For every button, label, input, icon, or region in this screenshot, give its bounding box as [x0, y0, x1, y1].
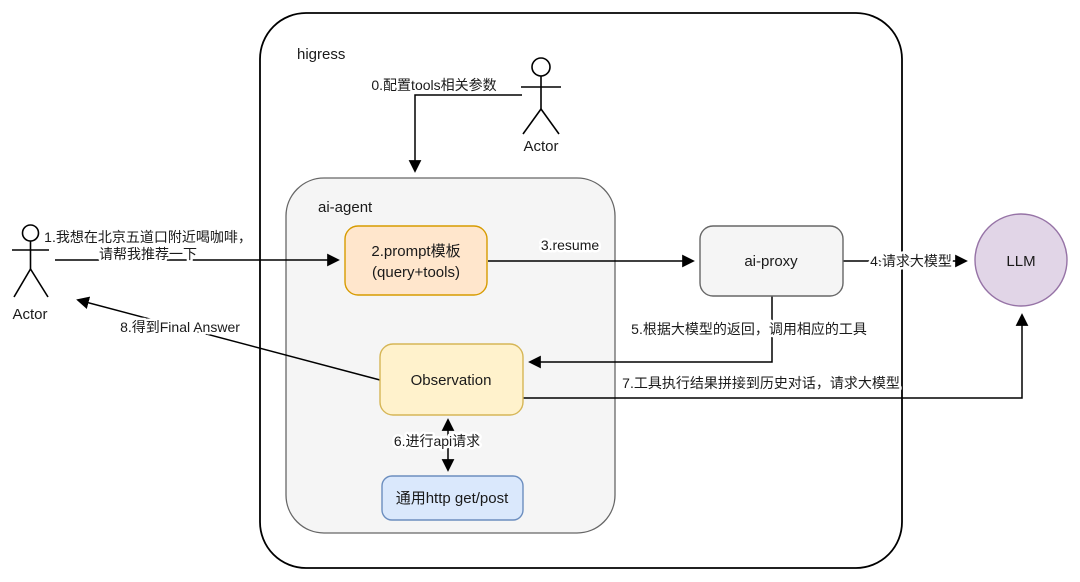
edge-7-line [523, 313, 1029, 399]
edge-5-call-tool: 5.根据大模型的返回，调用相应的工具 [528, 296, 869, 369]
observation-box [379, 343, 524, 416]
http-tool-node: 通用http get/post [381, 475, 524, 521]
edge-5-line [528, 296, 773, 369]
edge-5-label: 5.根据大模型的返回，调用相应的工具 [631, 321, 867, 337]
actor-top: Actor [521, 57, 561, 155]
http-tool-box [381, 475, 524, 521]
ai-proxy-box [699, 225, 844, 297]
higress-box [259, 12, 903, 569]
edge-3-label: 3.resume [541, 237, 600, 253]
edge-3-resume: 3.resume [488, 235, 695, 268]
actor-left-label: Actor [12, 306, 47, 323]
actor-left: Actor [12, 224, 49, 323]
prompt-template-node: 2.prompt模板 (query+tools) [344, 225, 488, 296]
edge-1-label-line1: 1.我想在北京五道口附近喝咖啡， [44, 229, 252, 245]
prompt-template-box [344, 225, 488, 296]
http-tool-label: 通用http get/post [396, 490, 509, 507]
edge-0-line [408, 94, 522, 173]
edge-8-final-answer: 8.得到Final Answer [76, 296, 381, 381]
llm-label: LLM [1006, 253, 1035, 270]
edge-1-user-query: 1.我想在北京五道口附近喝咖啡， 请帮我推荐一下 [42, 227, 340, 267]
actor-left-figure [12, 224, 49, 298]
edge-6-api-request: 6.进行api请求 [391, 418, 483, 472]
ai-proxy-node: ai-proxy [699, 225, 844, 297]
llm-circle [974, 213, 1068, 307]
edge-7-append-history: 7.工具执行结果拼接到历史对话，请求大模型 [523, 313, 1029, 399]
llm-node: LLM [974, 213, 1068, 307]
prompt-template-label-line1: 2.prompt模板 [371, 242, 460, 260]
actor-left-head [21, 224, 40, 242]
edge-1-label-line2: 请帮我推荐一下 [99, 246, 197, 262]
ai-proxy-label: ai-proxy [744, 253, 798, 270]
edge-0-label: 0.配置tools相关参数 [371, 77, 496, 93]
actor-top-figure [521, 57, 561, 135]
ai-agent-label: ai-agent [318, 199, 373, 216]
edge-0-config-tools: 0.配置tools相关参数 [369, 75, 522, 173]
edge-6-label: 6.进行api请求 [394, 433, 480, 449]
edge-7-label: 7.工具执行结果拼接到历史对话，请求大模型 [622, 375, 900, 391]
edge-8-label: 8.得到Final Answer [120, 319, 240, 335]
observation-label: Observation [411, 372, 492, 389]
actor-top-label: Actor [523, 138, 558, 155]
actor-left-leg-right [29, 268, 49, 298]
higress-label: higress [297, 46, 345, 63]
actor-top-leg-left [522, 108, 542, 135]
actor-left-leg-left [13, 268, 32, 298]
higress-container: higress [259, 12, 903, 569]
prompt-template-label-line2: (query+tools) [372, 264, 460, 281]
actor-top-leg-right [540, 108, 560, 135]
actor-top-head [531, 57, 551, 77]
observation-node: Observation [379, 343, 524, 416]
edge-4-request-llm: 4.请求大模型 [843, 251, 968, 272]
edge-4-label: 4.请求大模型 [870, 253, 952, 269]
edge-8-line [76, 296, 381, 381]
